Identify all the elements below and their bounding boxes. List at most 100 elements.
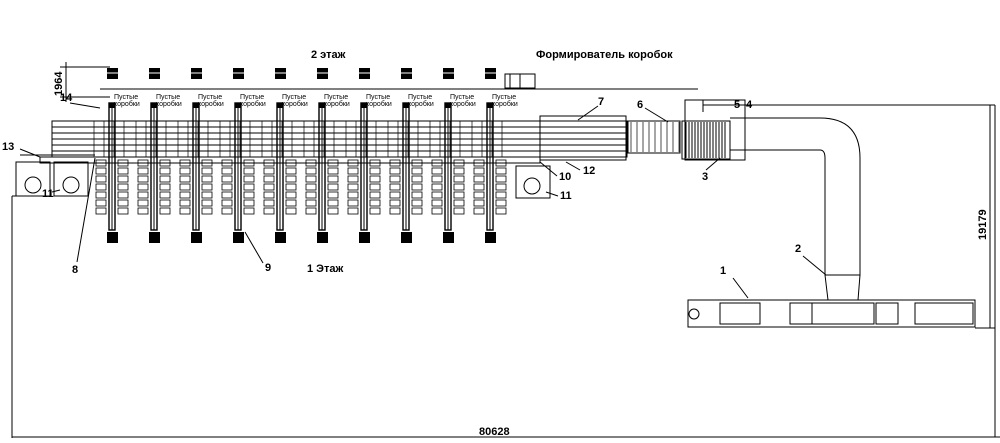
- leader-1: [732, 277, 749, 299]
- crate: [389, 207, 401, 215]
- crate: [117, 159, 129, 167]
- crate: [263, 175, 275, 183]
- callout-9: 9: [265, 262, 271, 274]
- empty-boxes-label: коробки: [366, 100, 392, 108]
- crate: [347, 183, 359, 191]
- crate: [305, 159, 317, 167]
- crate: [473, 167, 485, 175]
- bottom-section-4: [875, 302, 899, 325]
- left-robot-2-wheel: [62, 176, 80, 194]
- callout-6: 6: [637, 99, 643, 111]
- lift-top-box: [193, 103, 199, 108]
- empty-boxes-label: Пустые: [282, 94, 306, 101]
- floor2-label: 2 этаж: [311, 49, 346, 61]
- crate: [201, 159, 213, 167]
- crate: [179, 199, 191, 207]
- left-robot-1: [15, 161, 51, 197]
- accumulator-unit: [627, 120, 681, 154]
- crate: [369, 191, 381, 199]
- crate: [179, 175, 191, 183]
- crate: [327, 175, 339, 183]
- crate: [159, 183, 171, 191]
- crate: [117, 183, 129, 191]
- line-structure: [11, 62, 1000, 438]
- crate: [369, 183, 381, 191]
- crate: [389, 191, 401, 199]
- empty-boxes-label: коробки: [408, 100, 434, 108]
- crate: [201, 183, 213, 191]
- crate: [201, 191, 213, 199]
- crate: [95, 183, 107, 191]
- crate: [347, 175, 359, 183]
- empty-boxes-label: Пустые: [240, 94, 264, 101]
- crate: [179, 159, 191, 167]
- crate: [495, 183, 507, 191]
- crate: [411, 167, 423, 175]
- crate: [221, 183, 233, 191]
- crate: [305, 183, 317, 191]
- empty-boxes-label: Пустые: [324, 94, 348, 101]
- crate: [327, 191, 339, 199]
- callout-4: 4: [746, 99, 753, 111]
- callout-10: 10: [559, 171, 571, 183]
- crate: [95, 175, 107, 183]
- crate: [263, 207, 275, 215]
- crate: [453, 207, 465, 215]
- crate: [285, 207, 297, 215]
- bottom-drive: [688, 308, 700, 320]
- crate: [221, 191, 233, 199]
- lift-top-box: [235, 103, 241, 108]
- callout-2: 2: [795, 243, 801, 255]
- crate: [327, 199, 339, 207]
- crate: [243, 175, 255, 183]
- crate: [473, 199, 485, 207]
- crate: [95, 199, 107, 207]
- crate: [221, 199, 233, 207]
- lift-top-box: [487, 103, 493, 108]
- crate: [95, 207, 107, 215]
- crate: [243, 191, 255, 199]
- crate: [221, 175, 233, 183]
- crate: [137, 199, 149, 207]
- crate: [159, 199, 171, 207]
- leader-lines: [19, 102, 827, 299]
- crate: [201, 199, 213, 207]
- duct-taper: [824, 274, 861, 301]
- empty-boxes-label: коробки: [156, 100, 182, 108]
- crate: [369, 159, 381, 167]
- upper-platform: [539, 115, 627, 161]
- crate: [411, 175, 423, 183]
- crate: [369, 175, 381, 183]
- left-robot-2: [53, 161, 89, 197]
- crate: [305, 167, 317, 175]
- crate: [159, 191, 171, 199]
- ground-box: [233, 232, 244, 243]
- crate: [285, 199, 297, 207]
- empty-boxes-label: коробки: [198, 100, 224, 108]
- crate: [95, 159, 107, 167]
- crate: [285, 183, 297, 191]
- crate: [137, 207, 149, 215]
- crate: [369, 199, 381, 207]
- leader-6: [644, 107, 669, 123]
- crate: [473, 159, 485, 167]
- crate: [369, 167, 381, 175]
- crate: [453, 167, 465, 175]
- crate: [473, 207, 485, 215]
- crate: [431, 175, 443, 183]
- crate: [243, 167, 255, 175]
- crate: [411, 207, 423, 215]
- crate: [389, 199, 401, 207]
- bottom-section-3: [811, 302, 875, 325]
- crate: [285, 191, 297, 199]
- callout-8: 8: [72, 264, 78, 276]
- crate: [243, 207, 255, 215]
- crate: [347, 191, 359, 199]
- callout-3: 3: [702, 171, 708, 183]
- crate: [411, 183, 423, 191]
- crate: [453, 183, 465, 191]
- dim-vertical-span: 19179: [977, 209, 989, 240]
- ground-box: [443, 232, 454, 243]
- callout-7: 7: [598, 96, 604, 108]
- empty-boxes-label: коробки: [240, 100, 266, 108]
